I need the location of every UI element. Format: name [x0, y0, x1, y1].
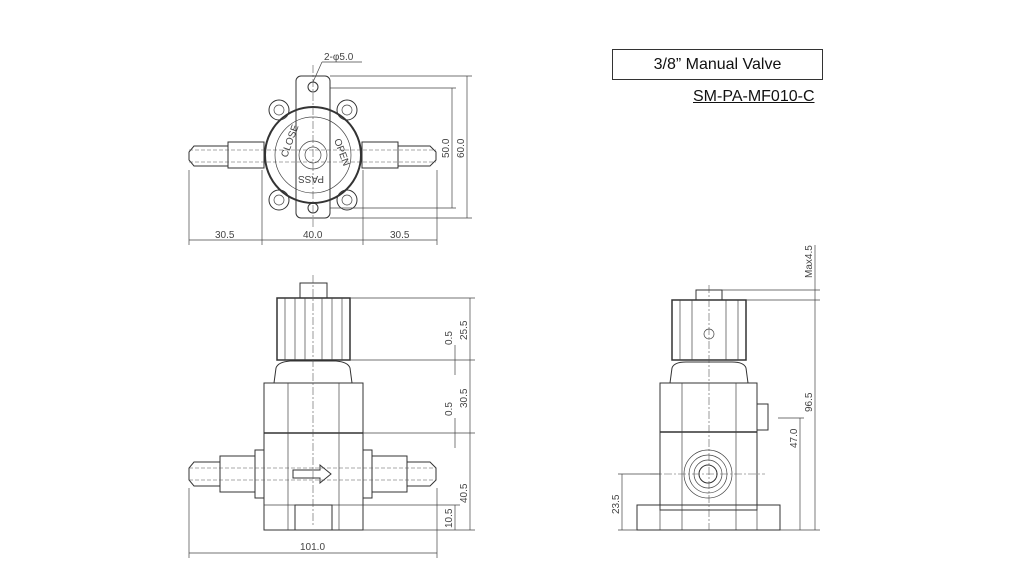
side-view: Max4.5 96.5 47.0 23.5 [611, 245, 820, 531]
knob-text-pass: PASS [298, 173, 324, 184]
dim-overall-width: 101.0 [300, 542, 325, 553]
dim-overall-height: 96.5 [804, 392, 815, 412]
dim-bonnet: 30.5 [459, 388, 470, 408]
knob-text-close: CLOSE [279, 123, 301, 159]
dim-gap1: 0.5 [444, 331, 455, 345]
dim-gap2: 0.5 [444, 402, 455, 416]
knob-text-open: OPEN [331, 137, 351, 167]
top-view: CLOSE OPEN PASS 2-φ5.0 30.5 40.0 30.5 50… [188, 52, 472, 245]
dim-max: Max4.5 [804, 245, 815, 278]
dim-top-right: 30.5 [390, 230, 410, 241]
dim-port-height: 23.5 [611, 494, 622, 514]
drawing-title: 3/8” Manual Valve [653, 55, 782, 73]
dim-knob: 25.5 [459, 320, 470, 340]
dim-top-left: 30.5 [215, 230, 235, 241]
dim-hole-pitch: 50.0 [441, 138, 452, 158]
dim-plate-height: 60.0 [456, 138, 467, 158]
title-box: 3/8” Manual Valve [612, 49, 823, 80]
dim-top-center: 40.0 [303, 230, 323, 241]
front-view: 25.5 0.5 30.5 0.5 40.5 10.5 101.0 [188, 275, 475, 558]
dim-base: 10.5 [444, 508, 455, 528]
part-number: SM-PA-MF010-C [693, 88, 815, 105]
hole-callout: 2-φ5.0 [324, 52, 354, 63]
dim-nub-height: 47.0 [789, 428, 800, 448]
dim-body: 40.5 [459, 483, 470, 503]
flow-arrow-icon [292, 463, 332, 485]
